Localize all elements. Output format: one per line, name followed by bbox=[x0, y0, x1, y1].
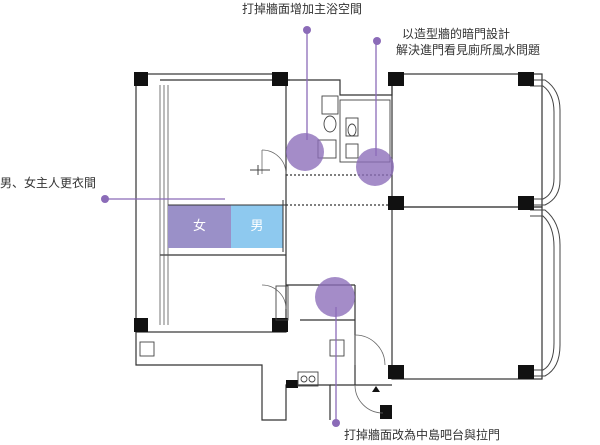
wall-posts bbox=[134, 72, 534, 419]
annotation-closet: 男、女主人更衣間 bbox=[0, 176, 97, 190]
leader-lines bbox=[105, 30, 377, 422]
bay-window-upper bbox=[530, 79, 561, 206]
annotation-wall-bath: 打掉牆面增加主浴空間 bbox=[242, 2, 363, 16]
annotation-hidden-door-line2: 解決進門看見廁所風水問題 bbox=[396, 43, 541, 57]
closet-female bbox=[168, 205, 231, 248]
closet-female-label: 女 bbox=[192, 219, 206, 234]
window-left bbox=[159, 85, 169, 325]
closet-male-label: 男 bbox=[250, 219, 264, 234]
bay-window-lower bbox=[530, 209, 561, 377]
closet-rod bbox=[250, 165, 270, 175]
annotation-hidden-door-line1: 以造型牆的暗門設計 bbox=[402, 27, 511, 41]
leader-dots bbox=[101, 26, 381, 427]
highlight-circles bbox=[286, 133, 394, 317]
kitchen bbox=[139, 285, 345, 387]
entry-arrow-icon bbox=[372, 386, 380, 392]
closet-male bbox=[231, 205, 283, 248]
annotation-island-bar: 打掉牆面改為中島吧台與拉門 bbox=[344, 428, 501, 442]
wall-outlines bbox=[135, 73, 543, 421]
